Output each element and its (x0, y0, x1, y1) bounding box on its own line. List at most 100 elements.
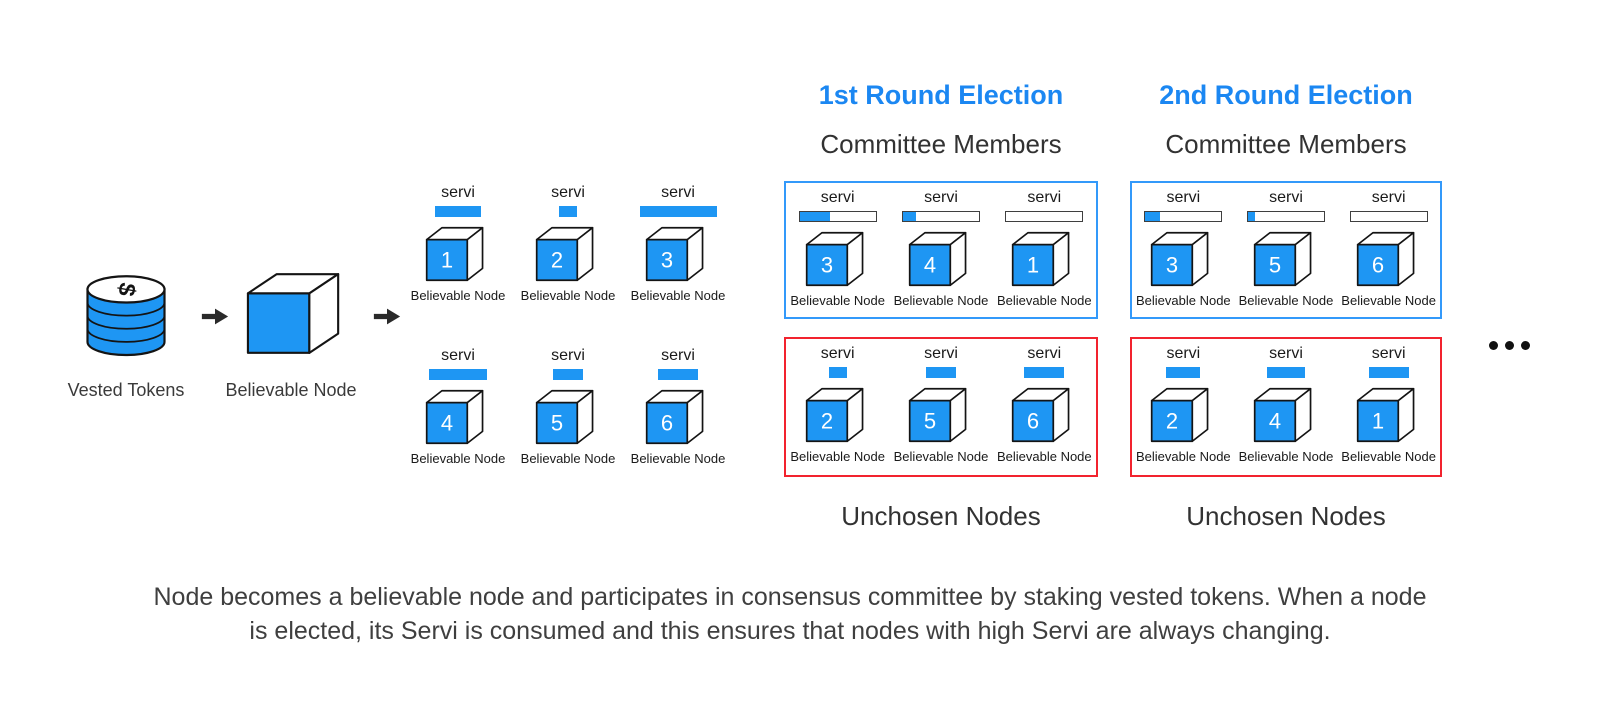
believable-node-label: Believable Node (790, 449, 885, 464)
believable-node-label: Believable Node (410, 288, 506, 303)
believable-node-label: Believable Node (1135, 293, 1231, 308)
caption-line-2: is elected, its Servi is consumed and th… (249, 617, 1331, 645)
node-pool-row-1: servi 1 Believable Node servi 2 Believab… (406, 183, 730, 303)
node-cube-icon: 6 (1356, 231, 1415, 287)
node-cube-icon: 2 (535, 226, 594, 282)
servi-label: servi (1371, 189, 1406, 206)
believable-node: servi 2 Believable Node (516, 183, 620, 303)
believable-node: servi 5 Believable Node (891, 344, 991, 475)
node-cube-icon: 5 (908, 387, 967, 443)
servi-label: servi (1269, 345, 1303, 362)
servi-bar-solid (658, 368, 698, 380)
servi-label: servi (551, 347, 585, 364)
believable-node: servi 3 Believable Node (1133, 188, 1233, 317)
servi-bar (994, 210, 1094, 222)
believable-node-label: Believable Node (893, 293, 989, 308)
unchosen-nodes-label-round-1: Unchosen Nodes (841, 501, 1041, 531)
unchosen-nodes-label-round-2: Unchosen Nodes (1186, 501, 1386, 531)
servi-label: servi (924, 189, 958, 206)
servi-meter-track (1144, 210, 1223, 222)
servi-label: servi (661, 184, 695, 201)
servi-label: servi (441, 184, 475, 201)
servi-bar (994, 366, 1094, 378)
node-cube-icon: 6 (1012, 387, 1070, 443)
node-cube-icon: 4 (908, 231, 967, 287)
believable-node: servi 2 Believable Node (788, 344, 888, 475)
unchosen-nodes-box-round-2: servi 2 Believable Node servi 4 Believab… (1130, 337, 1442, 477)
svg-text:5: 5 (1269, 253, 1281, 278)
ellipsis-dot (1505, 341, 1514, 350)
node-cube-icon: 3 (805, 231, 864, 287)
believable-node: servi 5 Believable Node (516, 346, 620, 466)
node-cube-icon: 3 (1151, 231, 1209, 287)
believable-node: servi 4 Believable Node (891, 188, 991, 317)
node-cube-icon: 5 (1253, 231, 1312, 287)
unchosen-nodes-box-round-1: servi 2 Believable Node servi 5 Believab… (784, 337, 1098, 477)
servi-bar (788, 366, 888, 378)
servi-meter-track (1005, 210, 1084, 222)
more-rounds-ellipsis-icon (1489, 341, 1530, 350)
round-2-title: 2nd Round Election (1159, 80, 1413, 110)
believable-node: servi 5 Believable Node (1236, 188, 1336, 317)
flow-arrow-icon (201, 308, 229, 325)
servi-label: servi (1269, 189, 1303, 206)
svg-text:6: 6 (1372, 253, 1384, 278)
believable-node-label: Believable Node (520, 288, 616, 303)
servi-bar-solid (435, 205, 481, 217)
ellipsis-dot (1521, 341, 1530, 350)
servi-label: servi (551, 184, 585, 201)
node-cube-icon: 1 (1012, 231, 1070, 287)
coin-currency-glyph: $ (112, 281, 140, 298)
believable-node-label: Believable Node (520, 451, 616, 466)
svg-text:3: 3 (661, 248, 673, 273)
svg-text:1: 1 (1372, 409, 1384, 434)
svg-text:6: 6 (661, 411, 673, 436)
servi-bar (1339, 210, 1439, 222)
svg-text:5: 5 (551, 411, 563, 436)
node-cube-icon: 1 (1356, 387, 1415, 443)
svg-text:3: 3 (821, 253, 833, 278)
servi-bar (891, 210, 991, 222)
node-pool-row-2: servi 4 Believable Node servi 5 Believab… (406, 346, 730, 466)
believable-node-label: Believable Node (893, 449, 989, 464)
round-1-subtitle: Committee Members (820, 129, 1062, 159)
svg-text:1: 1 (441, 248, 453, 273)
node-cube-icon: 1 (425, 226, 484, 282)
believable-node-label: Believable Node (1238, 293, 1334, 308)
servi-bar (1133, 210, 1233, 222)
servi-label: servi (1166, 189, 1201, 206)
believable-node: servi 6 Believable Node (1339, 188, 1439, 317)
svg-text:1: 1 (1027, 253, 1039, 278)
believable-node: servi 1 Believable Node (994, 188, 1094, 317)
caption-line-1: Node becomes a believable node and parti… (153, 583, 1427, 611)
svg-text:4: 4 (924, 253, 936, 278)
servi-bar-solid (553, 368, 583, 380)
servi-meter-fill (1145, 211, 1160, 221)
believable-node-label: Believable Node (996, 293, 1092, 308)
round-2-subtitle: Committee Members (1165, 129, 1407, 159)
believable-node: servi 3 Believable Node (788, 188, 888, 317)
servi-meter-track (798, 210, 877, 222)
servi-bar-solid (1368, 366, 1409, 378)
servi-bar-solid (559, 205, 577, 217)
servi-bar-solid (925, 366, 956, 378)
node-cube-icon: 4 (1253, 387, 1312, 443)
believable-node-label: Believable Node (630, 451, 726, 466)
believable-node: servi 4 Believable Node (1236, 344, 1336, 475)
servi-bar (406, 205, 510, 217)
servi-meter-fill (799, 211, 831, 221)
believable-node: servi 6 Believable Node (626, 346, 730, 466)
servi-meter-track (1246, 210, 1325, 222)
servi-bar (516, 368, 620, 380)
believable-node-label: Believable Node (996, 449, 1092, 464)
node-cube-icon: 6 (645, 389, 704, 445)
believable-node-label: Believable Node (410, 451, 506, 466)
believable-node: servi 1 Believable Node (406, 183, 510, 303)
servi-bar (516, 205, 620, 217)
believable-node-label: Believable Node (790, 293, 885, 308)
node-cube-icon: 3 (645, 226, 704, 282)
ellipsis-dot (1489, 341, 1498, 350)
servi-bar (626, 368, 730, 380)
servi-meter-fill (1247, 211, 1255, 221)
